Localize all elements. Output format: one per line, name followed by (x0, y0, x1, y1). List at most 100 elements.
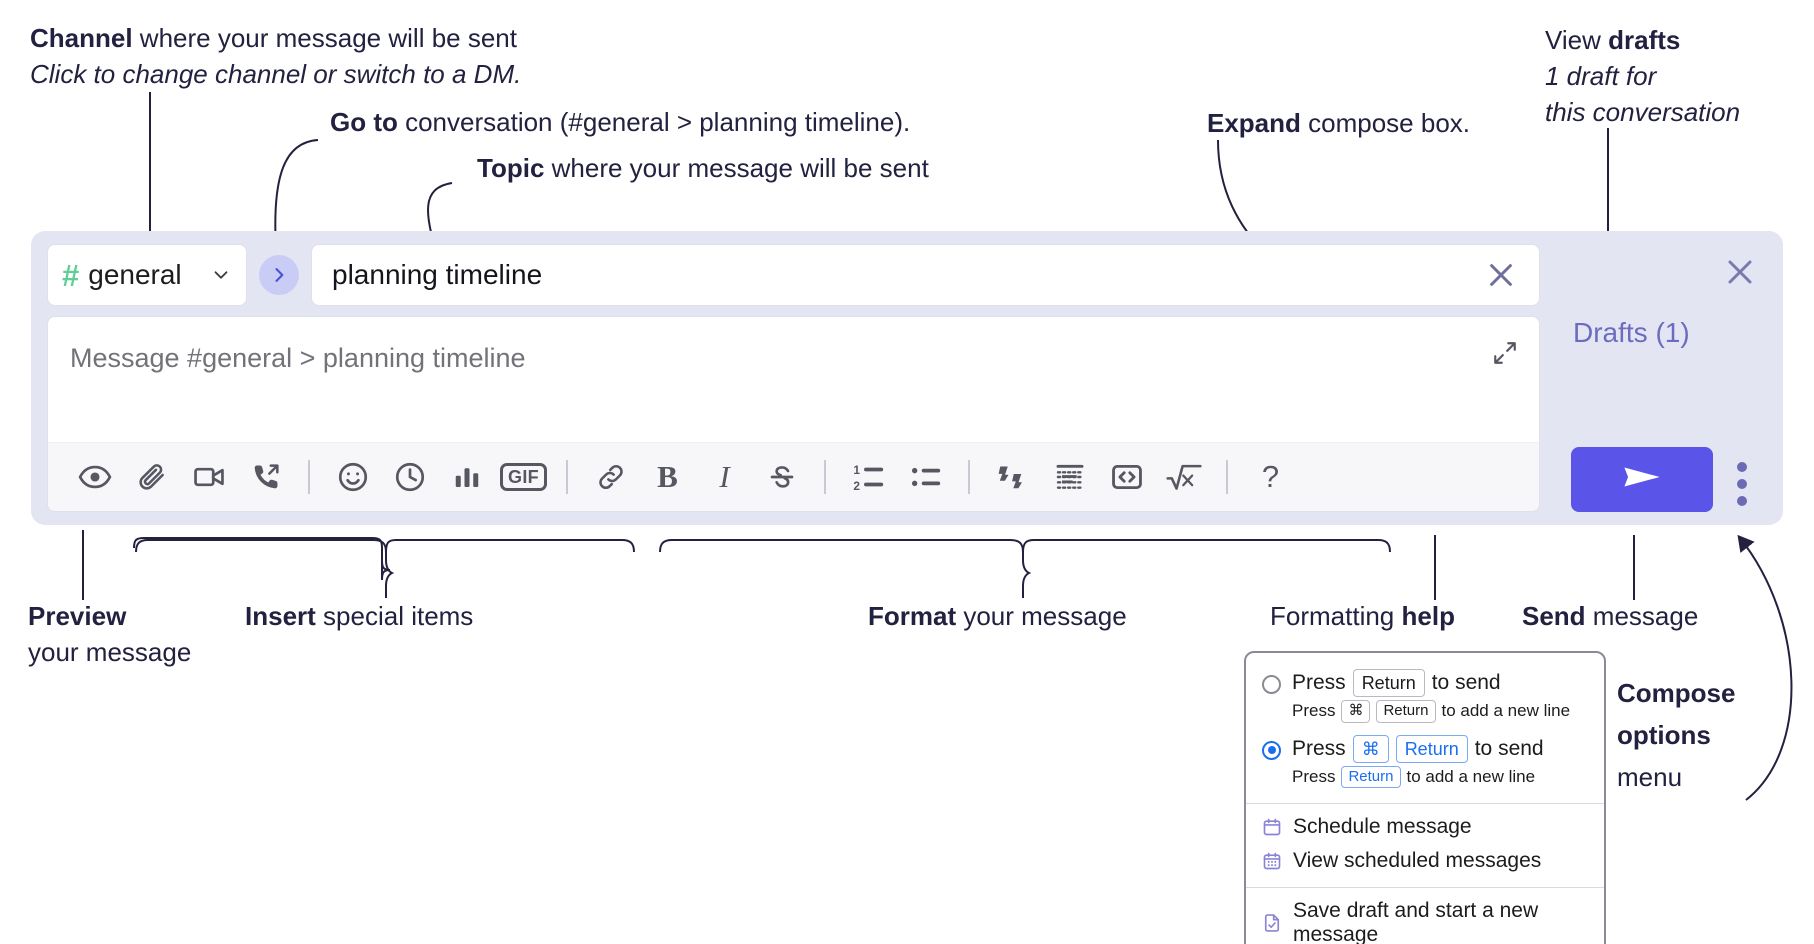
gif-button[interactable]: GIF (495, 449, 552, 505)
annotation-channel: Channel where your message will be sent … (30, 20, 521, 92)
bulleted-list-button[interactable] (897, 449, 954, 505)
opt1-sub-suffix: to add a new line (1441, 701, 1571, 721)
link-icon (595, 461, 627, 493)
annotation-topic: Topic where your message will be sent (477, 150, 929, 186)
topic-input[interactable]: planning timeline (311, 244, 1540, 306)
calendar-grid-icon (1262, 851, 1282, 871)
annotation-drafts-bold: drafts (1608, 25, 1681, 55)
italic-button[interactable]: I (696, 449, 753, 505)
reminder-button[interactable] (381, 449, 438, 505)
latex-button[interactable] (1155, 449, 1212, 505)
key-return-main: Return (1395, 734, 1468, 763)
annotation-compose-options-rest: menu (1617, 762, 1683, 792)
send-option-cmd-return-sub: Press Return to add a new line (1292, 765, 1544, 789)
formatting-help-button[interactable]: ? (1242, 449, 1299, 505)
strikethrough-button[interactable] (753, 449, 810, 505)
code-brackets-icon (1110, 460, 1144, 494)
annotation-channel-bold: Channel (30, 23, 133, 53)
radio-button-unselected[interactable] (1262, 675, 1281, 694)
menu-item-schedule-message-label: Schedule message (1293, 815, 1472, 839)
ordered-list-button[interactable]: 1 2 (840, 449, 897, 505)
bold-icon: B (657, 459, 678, 494)
annotation-insert-rest: special items (315, 601, 474, 631)
gif-icon: GIF (500, 462, 547, 492)
annotation-format: Format your message (868, 598, 1127, 634)
menu-divider-1 (1246, 803, 1604, 805)
send-paper-plane-icon (1620, 459, 1664, 500)
menu-divider-2 (1246, 887, 1604, 889)
clear-topic-icon[interactable] (1481, 255, 1521, 295)
send-message-button[interactable] (1571, 447, 1713, 512)
radio-button-selected[interactable] (1262, 740, 1281, 760)
annotation-help: Formatting help (1270, 598, 1455, 634)
annotation-compose-options-bold1: Compose (1617, 678, 1736, 708)
drafts-link[interactable]: Drafts (1) (1573, 317, 1690, 348)
compose-options-button[interactable] (1737, 462, 1747, 506)
send-option-cmd-return[interactable]: Press ⌘ Return to send Press Return to a… (1246, 729, 1604, 795)
code-block-button[interactable] (1041, 449, 1098, 505)
more-vertical-icon-dot-1 (1737, 462, 1747, 472)
more-vertical-icon-dot-3 (1737, 496, 1747, 506)
annotation-topic-rest: where your message will be sent (544, 153, 929, 183)
svg-text:1: 1 (853, 463, 860, 477)
video-camera-icon (192, 460, 226, 494)
toolbar-separator-1 (308, 460, 310, 494)
annotation-goto-bold: Go to (330, 107, 398, 137)
message-input-box[interactable]: Message #general > planning timeline (47, 316, 1540, 512)
annotation-preview: Preview your message (28, 598, 191, 670)
menu-item-save-draft-label: Save draft and start a new message (1293, 899, 1539, 944)
file-check-icon (1262, 913, 1282, 933)
preview-message-button[interactable] (66, 449, 123, 505)
opt2-sub-suffix: to add a new line (1406, 766, 1536, 786)
expand-compose-button[interactable] (1487, 337, 1523, 373)
record-audio-clip-button[interactable] (237, 449, 294, 505)
channel-selector[interactable]: # general (47, 244, 247, 306)
phone-arrow-icon (250, 461, 282, 493)
menu-item-save-draft[interactable]: Save draft and start a new message (1246, 894, 1604, 944)
annotation-send: Send message (1522, 598, 1698, 634)
code-block-icon (1054, 461, 1086, 493)
blockquote-button[interactable] (984, 449, 1041, 505)
toolbar-separator-3 (824, 460, 826, 494)
send-option-cmd-return-main: Press ⌘ Return to send (1292, 734, 1544, 763)
compose-widget: # general planning timeline (31, 231, 1783, 525)
chevron-right-icon (269, 265, 289, 285)
key-return: Return (1352, 669, 1425, 698)
opt1-suffix: to send (1431, 671, 1501, 695)
go-to-conversation-button[interactable] (259, 255, 299, 295)
send-option-return[interactable]: Press Return to send Press ⌘ Return to a… (1246, 663, 1604, 729)
quote-icon (995, 459, 1031, 495)
annotation-drafts: View drafts 1 draft for this conversatio… (1545, 22, 1740, 130)
square-root-x-icon (1165, 460, 1203, 494)
expand-arrows-icon (1492, 340, 1518, 371)
bold-button[interactable]: B (639, 449, 696, 505)
menu-item-view-scheduled[interactable]: View scheduled messages (1246, 844, 1604, 878)
opt1-prefix: Press (1292, 671, 1346, 695)
eye-icon (78, 460, 112, 494)
annotation-channel-italic: Click to change channel or switch to a D… (30, 59, 522, 89)
question-mark-icon: ? (1261, 459, 1280, 494)
chevron-down-icon (210, 264, 232, 286)
inline-code-button[interactable] (1098, 449, 1155, 505)
record-video-clip-button[interactable] (180, 449, 237, 505)
message-placeholder: Message #general > planning timeline (70, 343, 526, 373)
more-vertical-icon-dot-2 (1737, 479, 1747, 489)
bar-chart-icon (452, 462, 482, 492)
menu-item-schedule-message[interactable]: Schedule message (1246, 810, 1604, 844)
attach-file-button[interactable] (123, 449, 180, 505)
compose-inner: # general planning timeline (47, 244, 1540, 512)
bulleted-list-icon (909, 460, 943, 494)
send-option-return-main: Press Return to send (1292, 669, 1570, 698)
italic-icon: I (719, 459, 730, 494)
opt2-suffix: to send (1474, 736, 1544, 760)
annotation-goto: Go to conversation (#general > planning … (330, 104, 910, 140)
toolbar-separator-5 (1226, 460, 1228, 494)
link-button[interactable] (582, 449, 639, 505)
emoji-button[interactable] (324, 449, 381, 505)
strikethrough-icon (766, 461, 798, 493)
close-compose-button[interactable] (1719, 251, 1761, 293)
annotation-help-bold: help (1401, 601, 1455, 631)
opt2-sub-prefix: Press (1292, 766, 1336, 786)
annotation-topic-bold: Topic (477, 153, 545, 183)
poll-button[interactable] (438, 449, 495, 505)
